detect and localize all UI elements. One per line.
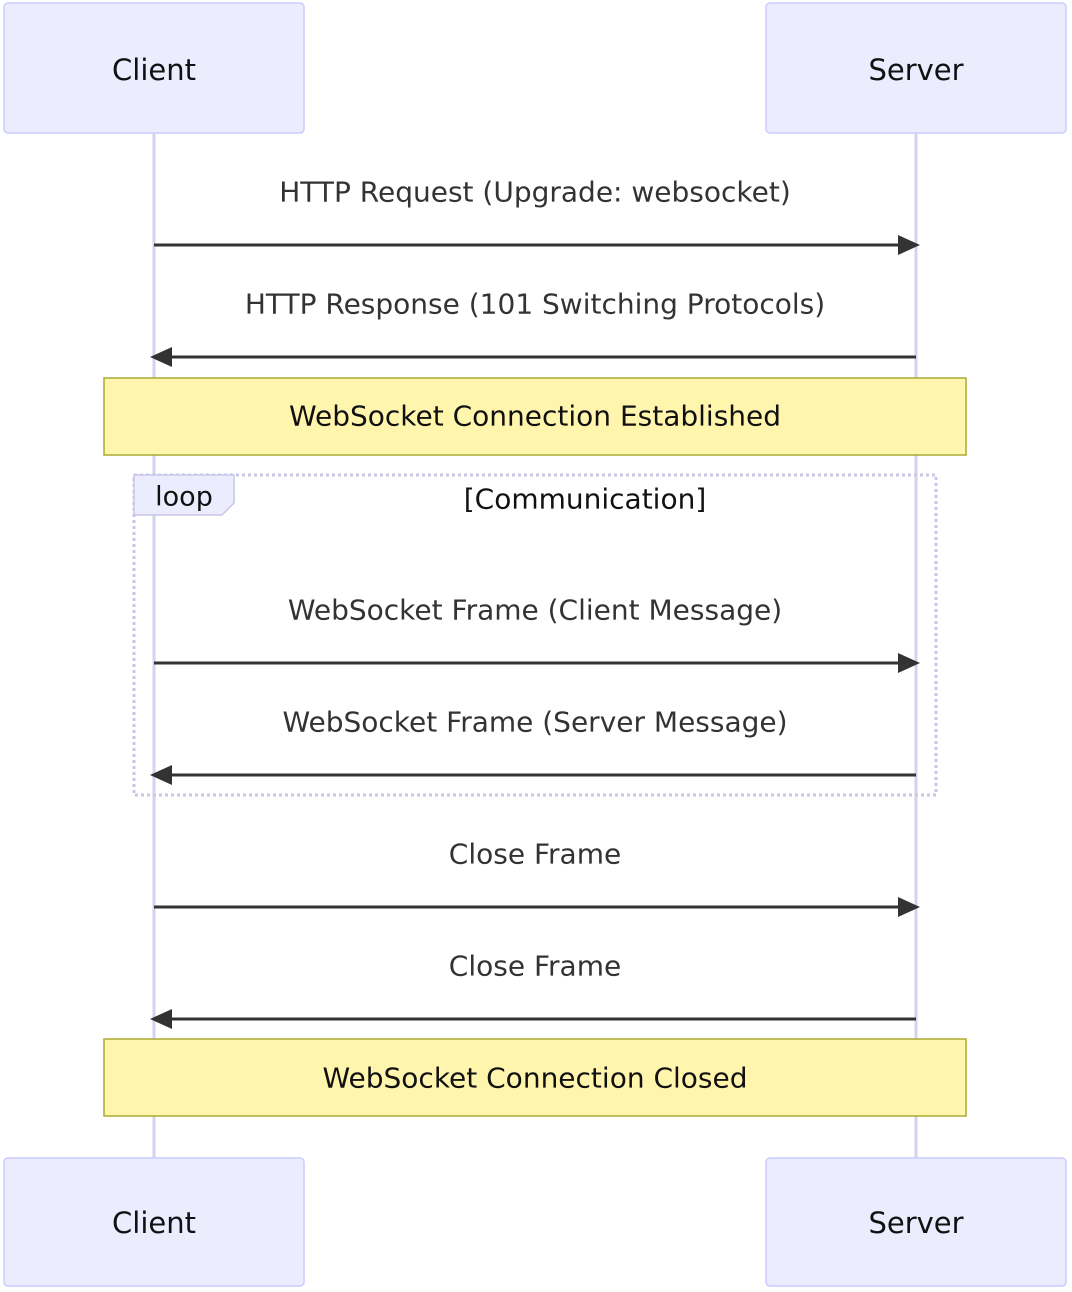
note-connection-established: WebSocket Connection Established	[103, 377, 967, 456]
message-close-frame-client: Close Frame	[154, 838, 920, 917]
note-box	[103, 1038, 967, 1117]
actor-box	[3, 2, 305, 134]
note-box	[103, 377, 967, 456]
note-label: WebSocket Connection Closed	[322, 1062, 747, 1095]
actor-client-top: Client	[3, 2, 305, 134]
message-label: Close Frame	[449, 838, 621, 871]
actor-box	[3, 1157, 305, 1287]
arrow-left-icon	[150, 765, 172, 785]
message-http-response: HTTP Response (101 Switching Protocols)	[150, 288, 916, 367]
message-label: WebSocket Frame (Client Message)	[288, 594, 782, 627]
arrow-right-icon	[898, 897, 920, 917]
note-label: WebSocket Connection Established	[289, 400, 781, 433]
actor-box	[765, 2, 1067, 134]
arrow-left-icon	[150, 347, 172, 367]
loop-condition: [Communication]	[464, 483, 707, 516]
actor-label-client: Client	[112, 1206, 196, 1240]
loop-keyword: loop	[155, 482, 213, 513]
loop-frame	[132, 473, 938, 797]
message-label: WebSocket Frame (Server Message)	[282, 706, 787, 739]
arrow-right-icon	[898, 653, 920, 673]
arrow-left-icon	[150, 1009, 172, 1029]
actor-box	[765, 1157, 1067, 1287]
actor-label-client: Client	[112, 53, 196, 87]
message-close-frame-server: Close Frame	[150, 950, 916, 1029]
message-client-frame: WebSocket Frame (Client Message)	[154, 594, 920, 673]
loop-tab	[133, 474, 235, 516]
actor-label-server: Server	[868, 1206, 963, 1240]
actor-client-bottom: Client	[3, 1157, 305, 1287]
actor-server-bottom: Server	[765, 1157, 1067, 1287]
loop-block: loop [Communication] WebSocket Frame (Cl…	[132, 473, 938, 797]
message-label: Close Frame	[449, 950, 621, 983]
message-label: HTTP Response (101 Switching Protocols)	[245, 288, 825, 321]
actor-server-top: Server	[765, 2, 1067, 134]
actor-label-server: Server	[868, 53, 963, 87]
arrow-right-icon	[898, 235, 920, 255]
message-http-request: HTTP Request (Upgrade: websocket)	[154, 176, 920, 255]
message-label: HTTP Request (Upgrade: websocket)	[279, 176, 791, 209]
message-server-frame: WebSocket Frame (Server Message)	[150, 706, 916, 785]
note-connection-closed: WebSocket Connection Closed	[103, 1038, 967, 1117]
